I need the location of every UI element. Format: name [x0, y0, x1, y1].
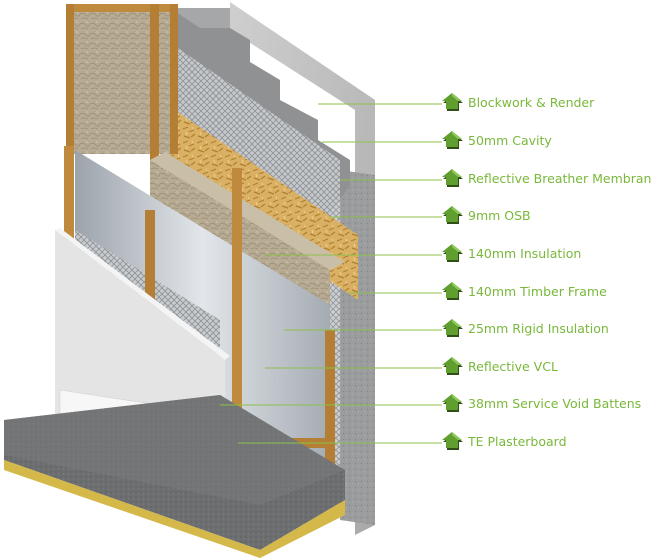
green-house-arrow-icon	[442, 282, 463, 300]
layer-label: 25mm Rigid Insulation	[468, 320, 609, 336]
label-osb: 9mm OSB	[441, 205, 531, 225]
label-plasterboard: TE Plasterboard	[441, 431, 567, 451]
green-house-arrow-icon	[442, 206, 463, 224]
green-house-arrow-icon	[442, 169, 463, 187]
layer-label: 50mm Cavity	[468, 132, 552, 148]
layer-label: 38mm Service Void Battens	[468, 395, 642, 411]
green-house-arrow-icon	[442, 319, 463, 337]
floor-slab	[4, 395, 345, 558]
layer-label: 140mm Insulation	[468, 245, 582, 261]
layer-label: 9mm OSB	[468, 207, 531, 223]
label-insulation: 140mm Insulation	[441, 243, 581, 263]
label-service-void-battens: 38mm Service Void Battens	[441, 393, 641, 413]
green-house-arrow-icon	[442, 93, 463, 111]
green-house-arrow-icon	[442, 394, 463, 412]
plasterboard	[55, 230, 225, 445]
layer-label: Reflective VCL	[468, 358, 558, 374]
layer-label: Blockwork & Render	[468, 94, 595, 110]
green-house-arrow-icon	[442, 131, 463, 149]
layer-label: 140mm Timber Frame	[468, 283, 607, 299]
leader-lines	[220, 103, 442, 444]
green-house-arrow-icon	[442, 432, 463, 450]
label-cavity: 50mm Cavity	[441, 130, 552, 150]
label-timber-frame: 140mm Timber Frame	[441, 281, 607, 301]
layer-label: TE Plasterboard	[468, 433, 567, 449]
green-house-arrow-icon	[442, 357, 463, 375]
label-rigid-insulation: 25mm Rigid Insulation	[441, 318, 609, 338]
green-house-arrow-icon	[442, 244, 463, 262]
label-reflective-vcl: Reflective VCL	[441, 356, 558, 376]
upper-timber-frame	[66, 4, 178, 304]
layer-label: Reflective Breather Membrane	[468, 170, 652, 186]
label-blockwork-render: Blockwork & Render	[441, 92, 594, 112]
label-breather-membrane: Reflective Breather Membrane	[441, 168, 652, 188]
